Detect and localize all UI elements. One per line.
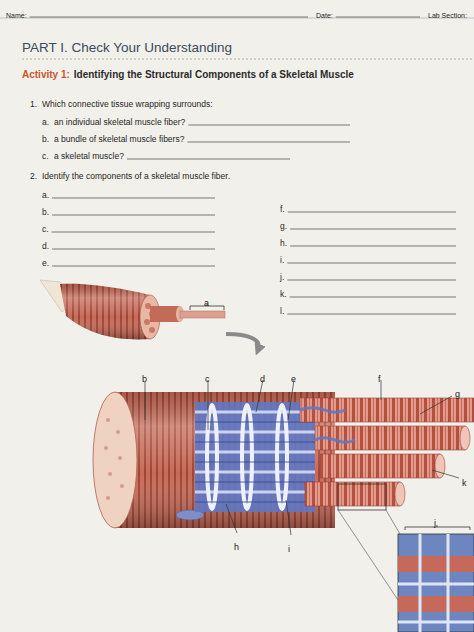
answer-line xyxy=(52,266,215,267)
answer-letter: k. xyxy=(280,289,287,299)
callout-letter: e xyxy=(291,374,296,384)
activity-heading: Identifying the Structural Components of… xyxy=(74,69,354,80)
answer-letter: j. xyxy=(280,272,284,282)
item-text: a bundle of skeletal muscle fibers? xyxy=(54,134,184,144)
answer-line xyxy=(290,297,456,298)
answer-letter: l. xyxy=(280,306,284,316)
callout-letter: f xyxy=(378,374,381,384)
item-text: an individual skeletal muscle fiber? xyxy=(54,117,185,127)
callout-letter: i xyxy=(288,544,290,554)
answer-line xyxy=(287,280,456,281)
answer-line xyxy=(52,249,215,250)
question-number: 2. xyxy=(30,171,37,181)
answer-line xyxy=(187,142,350,143)
answer-letter: c. xyxy=(42,224,49,234)
answer-letter: a. xyxy=(42,190,49,200)
item-text: a skeletal muscle? xyxy=(54,151,124,161)
header-field: Date: xyxy=(316,12,333,19)
question-number: 1. xyxy=(30,99,37,109)
item-letter: c. xyxy=(42,151,49,161)
activity-number: Activity 1: xyxy=(22,69,70,80)
callout-letter: h xyxy=(234,542,239,552)
callout-letter: g xyxy=(455,389,460,399)
item-letter: b. xyxy=(42,134,49,144)
answer-line xyxy=(30,17,308,18)
answer-letter: b. xyxy=(42,207,49,217)
answer-line xyxy=(127,159,290,160)
answer-line xyxy=(52,215,215,216)
answer-line xyxy=(287,314,456,315)
answer-line xyxy=(288,212,456,213)
header-field: Lab Section: xyxy=(428,12,467,19)
answer-line xyxy=(290,246,456,247)
answer-line xyxy=(52,198,215,199)
callout-letter: j xyxy=(434,518,436,528)
answer-line xyxy=(52,232,215,233)
answer-letter: f. xyxy=(280,204,285,214)
answer-line xyxy=(290,229,456,230)
answer-letter: i. xyxy=(280,255,284,265)
answer-line xyxy=(287,263,456,264)
callout-letter: a xyxy=(204,298,209,308)
callout-letter: b xyxy=(142,374,147,384)
question-text: Identify the components of a skeletal mu… xyxy=(42,171,230,181)
answer-letter: h. xyxy=(280,238,287,248)
answer-letter: g. xyxy=(280,221,287,231)
section-title: PART I. Check Your Understanding xyxy=(22,40,232,55)
answer-letter: e. xyxy=(42,258,49,268)
question-text: Which connective tissue wrapping surroun… xyxy=(42,99,213,109)
callout-letter: d xyxy=(260,374,265,384)
item-letter: a. xyxy=(42,117,49,127)
header-field: Name: xyxy=(6,12,27,19)
callout-letter: k xyxy=(462,478,467,488)
answer-line xyxy=(336,17,420,18)
answer-letter: d. xyxy=(42,241,49,251)
callout-letter: c xyxy=(205,374,210,384)
answer-line xyxy=(188,125,350,126)
